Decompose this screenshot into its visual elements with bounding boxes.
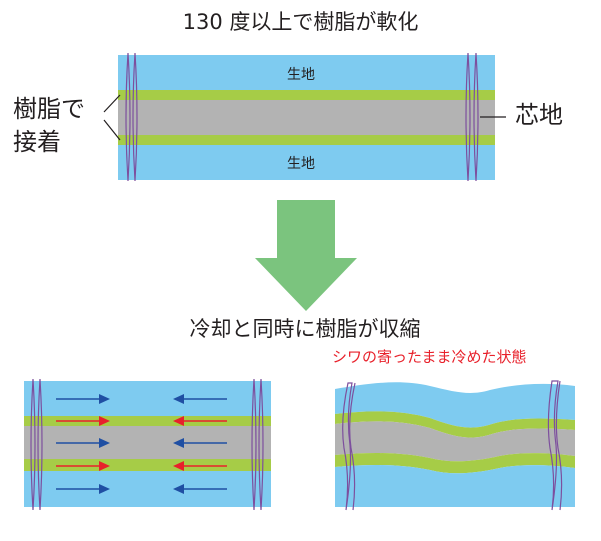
br-stitch-right [547, 380, 563, 511]
br-interlining [335, 421, 575, 462]
br-resin-upper [335, 411, 575, 438]
top-interlining [118, 100, 495, 135]
br-fabric-lower [335, 465, 575, 507]
resin-bond-label: 樹脂で接着 [13, 95, 85, 156]
bl-stitch-left [30, 378, 43, 511]
bl-stitch-right [251, 378, 264, 511]
arrow-left-blue-2 [173, 438, 227, 448]
top-stitch-left [125, 52, 138, 182]
arrows-left-column [173, 394, 227, 494]
arrows-right-column [56, 394, 110, 494]
top-fabric-lower [118, 145, 495, 180]
fabric-label-top: 生地 [287, 67, 315, 83]
left-leader-lines [103, 94, 121, 141]
title-top: 130 度以上で樹脂が軟化 [182, 10, 419, 34]
arrow-left-red-2 [173, 461, 227, 471]
bottom-right-wrinkled-laminate [335, 380, 575, 511]
arrow-left-red-1 [173, 416, 227, 426]
br-fabric-upper [335, 382, 575, 428]
arrow-right-red-2 [56, 461, 110, 471]
arrow-left-blue-3 [173, 484, 227, 494]
arrow-right-blue-1 [56, 394, 110, 404]
br-stitch-left [342, 382, 356, 511]
top-resin-lower [118, 135, 495, 145]
title-middle: 冷却と同時に樹脂が収縮 [189, 317, 421, 341]
top-resin-upper [118, 90, 495, 100]
interlining-label: 芯地 [515, 101, 563, 129]
top-stitch-right [465, 52, 479, 182]
br-resin-lower [335, 453, 575, 474]
down-arrow [255, 200, 357, 311]
bl-resin-upper [24, 416, 271, 426]
fabric-label-bottom: 生地 [287, 156, 315, 172]
arrow-right-blue-2 [56, 438, 110, 448]
bl-resin-lower [24, 459, 271, 471]
bottom-left-laminate [24, 378, 271, 511]
top-fabric-upper [118, 55, 495, 90]
wrinkled-state-label: シワの寄ったまま冷めた状態 [332, 348, 527, 366]
arrow-right-blue-3 [56, 484, 110, 494]
top-laminate [118, 52, 495, 182]
arrow-right-red-1 [56, 416, 110, 426]
arrow-left-blue-1 [173, 394, 227, 404]
